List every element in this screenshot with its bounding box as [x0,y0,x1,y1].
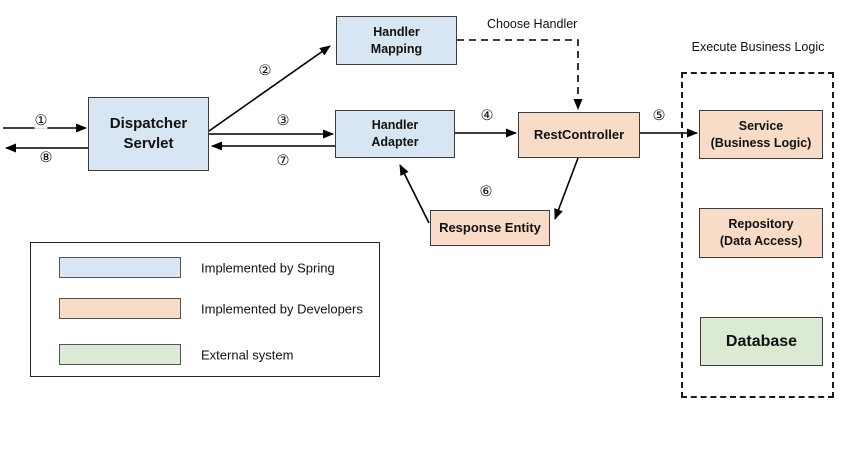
service-node: Service (Business Logic) [699,110,823,159]
choose-handler-label: Choose Handler [487,17,578,31]
legend-row-spring: Implemented by Spring [31,257,379,278]
business-logic-group [681,72,834,398]
response-entity-node: Response Entity [430,210,550,246]
arrow-response-to-adapter [399,164,430,224]
step-4-badge: ④ [480,107,494,124]
step-6-badge: ⑥ [479,183,493,200]
arrow-choose-handler-dashed [457,39,583,110]
step-2-badge: ② [258,62,272,79]
legend-row-external: External system [31,344,379,365]
legend-label-external: External system [201,347,294,362]
arrow-to-handler-mapping [208,45,331,132]
step-7-badge: ⑦ [276,152,290,169]
arrow-to-response-entity [554,157,579,220]
step-5-badge: ⑤ [652,107,666,124]
legend-swatch-external [59,344,181,365]
legend-row-developers: Implemented by Developers [31,298,379,319]
legend-swatch-spring [59,257,181,278]
legend-label-developers: Implemented by Developers [201,301,363,316]
repository-node: Repository (Data Access) [699,208,823,258]
step-1-badge: ① [34,112,48,129]
step-8-badge: ⑧ [39,149,53,166]
legend-swatch-developers [59,298,181,319]
legend-label-spring: Implemented by Spring [201,260,335,275]
database-node: Database [700,317,823,366]
execute-business-logic-label: Execute Business Logic [691,40,825,54]
handler-mapping-node: Handler Mapping [336,16,457,65]
step-3-badge: ③ [276,112,290,129]
dispatcher-servlet-node: Dispatcher Servlet [88,97,209,171]
handler-adapter-node: Handler Adapter [335,110,455,158]
legend-box: Implemented by Spring Implemented by Dev… [30,242,380,377]
rest-controller-node: RestController [518,112,640,158]
